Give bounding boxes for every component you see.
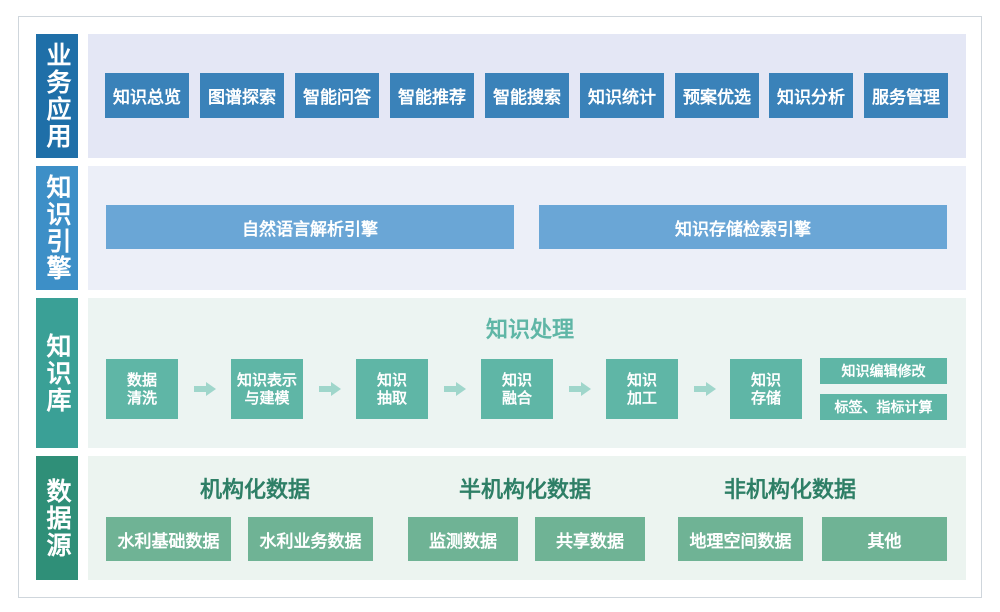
library-step: 知识 存储 [730,359,802,419]
layer-label-engine: 知识引擎 [36,166,78,290]
source-item: 地理空间数据 [678,517,803,561]
app-item: 知识统计 [580,73,664,118]
source-item: 水利基础数据 [106,517,231,561]
library-title: 知识处理 [485,318,574,343]
source-group-title: 非机构化数据 [723,478,856,503]
app-item: 预案优选 [675,73,759,118]
app-item: 知识总览 [105,73,189,118]
library-side-item-tags: 标签、指标计算 [820,394,947,420]
app-item: 智能搜索 [485,73,569,118]
source-item: 共享数据 [535,517,645,561]
layer-label-app: 业务应用 [36,34,78,158]
app-item: 图谱探索 [200,73,284,118]
library-step: 知识 融合 [481,359,553,419]
source-item: 水利业务数据 [248,517,373,561]
library-step: 数据 清洗 [106,359,178,419]
app-item: 知识分析 [769,73,853,118]
panel-source [88,456,966,580]
flow-arrow-icon [444,382,466,396]
source-item: 其他 [822,517,947,561]
app-item: 智能问答 [295,73,379,118]
app-item: 智能推荐 [390,73,474,118]
source-group-title: 半机构化数据 [458,478,591,503]
library-step: 知识表示 与建模 [231,359,303,419]
flow-arrow-icon [319,382,341,396]
library-step: 知识 加工 [606,359,678,419]
engine-box-nlp: 自然语言解析引擎 [106,205,514,249]
engine-box-storage: 知识存储检索引擎 [539,205,947,249]
flow-arrow-icon [194,382,216,396]
app-item: 服务管理 [864,73,948,118]
library-step: 知识 抽取 [356,359,428,419]
layer-label-library: 知识库 [36,298,78,448]
flow-arrow-icon [694,382,716,396]
source-item: 监测数据 [408,517,518,561]
flow-arrow-icon [569,382,591,396]
layer-label-source: 数据源 [36,456,78,580]
source-group-title: 机构化数据 [199,478,310,503]
library-side-item-edit: 知识编辑修改 [820,358,947,384]
